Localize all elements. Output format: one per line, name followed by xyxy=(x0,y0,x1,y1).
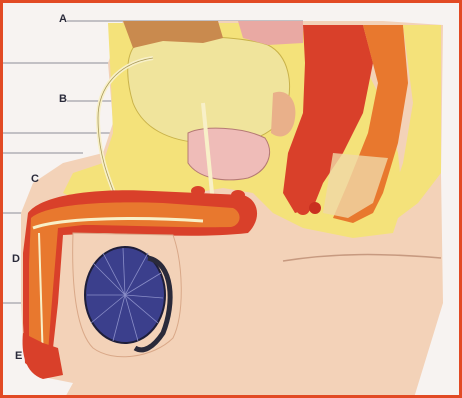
label-b: B xyxy=(59,94,67,105)
label-e: E xyxy=(15,351,22,362)
label-c: C xyxy=(31,174,39,185)
prostate xyxy=(188,128,270,180)
label-d: D xyxy=(12,254,20,265)
label-a: A xyxy=(59,14,67,25)
anatomy-illustration xyxy=(3,3,462,398)
